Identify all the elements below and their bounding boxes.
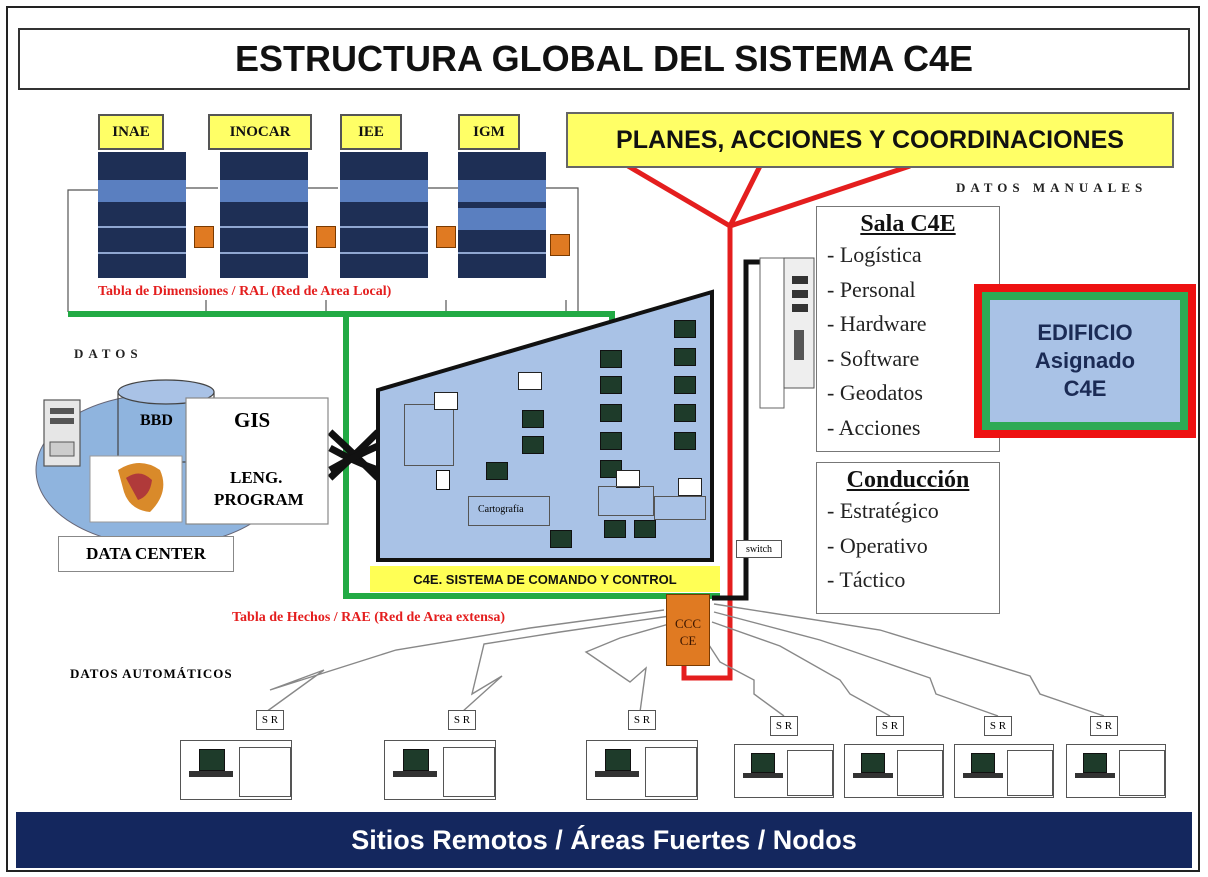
workstation-icon: [522, 410, 544, 428]
sr-label: S R: [984, 716, 1012, 736]
conduccion-item: - Operativo: [827, 532, 928, 558]
workstation-icon: [434, 392, 458, 410]
server-rack-iee: [340, 152, 428, 278]
server-rack-inae: [98, 152, 186, 278]
sala-c4e-box: Sala C4E - Logística - Personal - Hardwa…: [816, 206, 1000, 452]
workstation-icon: [674, 348, 696, 366]
ce-label: CE: [679, 633, 697, 648]
workstation-icon: [600, 350, 622, 368]
edificio-box: EDIFICIO Asignado C4E: [974, 284, 1196, 438]
server-rack-igm: [458, 152, 546, 278]
data-center-label: DATA CENTER: [58, 536, 234, 572]
workstation-icon: [678, 478, 702, 496]
tabla-hechos-caption: Tabla de Hechos / RAE (Red de Area exten…: [232, 610, 505, 625]
workstation-icon: [518, 372, 542, 390]
edificio-line3: C4E: [1063, 376, 1107, 401]
workstation-icon: [674, 404, 696, 422]
institution-label-iee: IEE: [340, 114, 402, 150]
conduccion-item: - Estratégico: [827, 498, 939, 523]
router-icon: [436, 226, 456, 248]
edificio-line2: Asignado: [1034, 348, 1136, 373]
bbd-label: BBD: [140, 412, 173, 429]
remote-site-node: [384, 740, 496, 800]
sala-item: - Logística: [827, 242, 922, 267]
workstation-icon: [522, 436, 544, 454]
red-planes-lines: [626, 163, 911, 681]
remote-site-node: [734, 744, 834, 798]
router-icon: [316, 226, 336, 248]
data-center-graphic: [35, 379, 329, 547]
sr-label: S R: [770, 716, 798, 736]
c4e-inner-box: [404, 404, 454, 466]
edificio-line1: EDIFICIO: [1037, 320, 1133, 345]
program-label: PROGRAM: [214, 490, 304, 509]
sala-item: - Geodatos: [827, 380, 923, 405]
institution-label-inae: INAE: [98, 114, 164, 150]
workstation-icon: [486, 462, 508, 480]
workstation-icon: [674, 432, 696, 450]
c4e-system-label: C4E. SISTEMA DE COMANDO Y CONTROL: [370, 566, 720, 592]
workstation-icon: [674, 376, 696, 394]
diagram-frame: [6, 6, 1200, 872]
c4e-inner-box: [654, 496, 706, 520]
c4e-inner-box: [468, 496, 550, 526]
server-rack-inocar: [220, 152, 308, 278]
workstation-icon: [616, 470, 640, 488]
sr-label: S R: [876, 716, 904, 736]
sr-label: S R: [1090, 716, 1118, 736]
datos-automaticos-label: DATOS AUTOMÁTICOS: [70, 666, 233, 681]
workstation-icon: [600, 404, 622, 422]
sala-c4e-heading: Sala C4E: [860, 211, 956, 237]
sala-item: - Hardware: [827, 311, 927, 336]
c4e-inner-box: [598, 486, 654, 516]
conduccion-box: Conducción - Estratégico - Operativo - T…: [816, 462, 1000, 614]
planes-banner: PLANES, ACCIONES Y COORDINACIONES: [566, 112, 1174, 168]
wan-lines: [265, 603, 1105, 717]
server-bracket-lines: [67, 187, 579, 312]
institution-label-igm: IGM: [458, 114, 520, 150]
workstation-icon: [634, 520, 656, 538]
sr-label: S R: [628, 710, 656, 730]
remote-site-node: [844, 744, 944, 798]
sala-item: - Personal: [827, 276, 916, 302]
workstation-icon: [600, 376, 622, 394]
phone-icon: [436, 470, 450, 490]
page-title: ESTRUCTURA GLOBAL DEL SISTEMA C4E: [18, 28, 1190, 90]
sr-label: S R: [448, 710, 476, 730]
institution-label-inocar: INOCAR: [208, 114, 312, 150]
bottom-banner: Sitios Remotos / Áreas Fuertes / Nodos: [16, 812, 1192, 868]
workstation-icon: [674, 320, 696, 338]
gis-label: GIS: [234, 408, 271, 432]
cartografia-label: Cartografía: [478, 504, 524, 515]
ccc-ce-box: CCC CE: [666, 594, 710, 666]
conduccion-item: - Táctico: [827, 567, 906, 592]
sr-label: S R: [256, 710, 284, 730]
c4e-panel: [376, 289, 714, 562]
sala-item: - Software: [827, 345, 920, 371]
tabla-dimensiones-caption: Tabla de Dimensiones / RAL (Red de Area …: [98, 284, 392, 299]
leng-label: LENG.: [230, 468, 283, 487]
workstation-icon: [550, 530, 572, 548]
router-icon: [194, 226, 214, 248]
x-connector: [327, 429, 381, 481]
remote-site-node: [180, 740, 292, 800]
remote-site-node: [586, 740, 698, 800]
switch-box: switch: [736, 540, 782, 558]
conduccion-heading: Conducción: [846, 467, 970, 493]
sala-rack-graphic: [759, 257, 815, 409]
workstation-icon: [600, 432, 622, 450]
remote-site-node: [1066, 744, 1166, 798]
workstation-icon: [604, 520, 626, 538]
router-icon: [550, 234, 570, 256]
datos-label: DATOS: [74, 346, 143, 361]
sala-item: - Acciones: [827, 414, 921, 440]
datos-manuales-label: DATOS MANUALES: [956, 180, 1148, 195]
remote-site-node: [954, 744, 1054, 798]
ccc-label: CCC: [674, 616, 701, 631]
